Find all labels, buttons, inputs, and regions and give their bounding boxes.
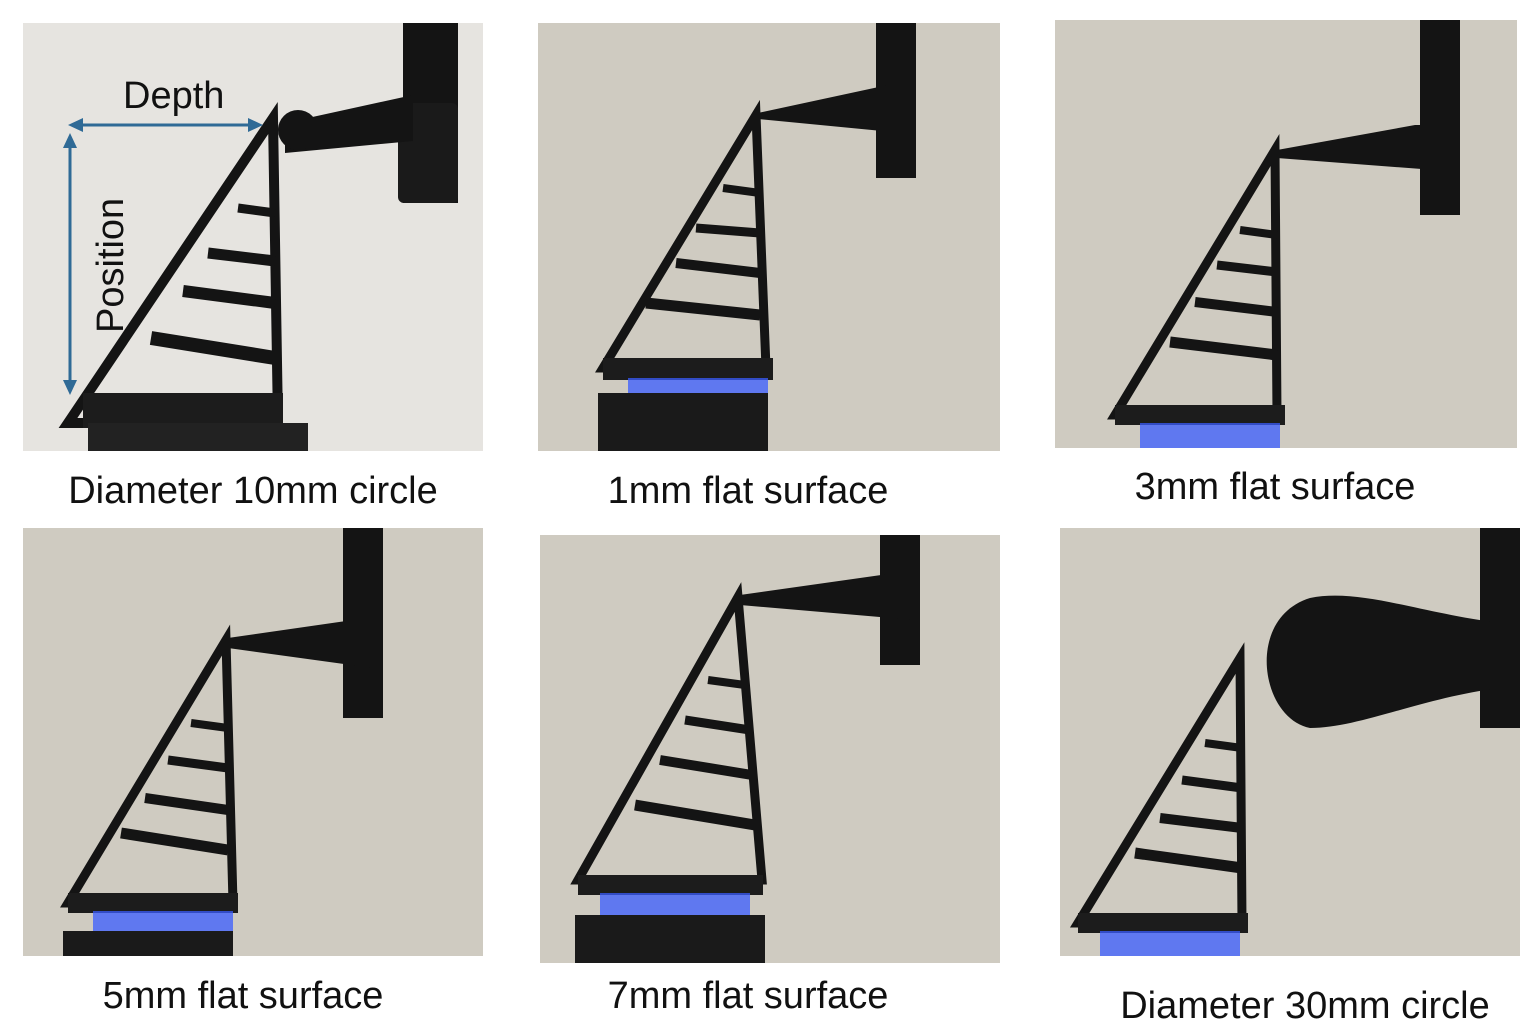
caption-panel-5: 7mm flat surface bbox=[607, 975, 889, 1017]
finger-illustration-5 bbox=[570, 535, 920, 963]
photo-panel-6 bbox=[1060, 528, 1520, 956]
position-label: Position bbox=[90, 198, 132, 333]
depth-label: Depth bbox=[123, 75, 224, 117]
photo-panel-1: Depth Position bbox=[23, 23, 483, 451]
photo-panel-4 bbox=[23, 528, 483, 956]
photo-panel-2 bbox=[538, 23, 1000, 451]
photo-panel-5 bbox=[540, 535, 1000, 963]
caption-panel-1: Diameter 10mm circle bbox=[68, 470, 438, 512]
caption-panel-6: Diameter 30mm circle bbox=[1120, 985, 1490, 1027]
finger-illustration-2 bbox=[595, 23, 916, 451]
finger-illustration-6 bbox=[1069, 528, 1520, 956]
finger-illustration-1: Depth Position bbox=[58, 23, 458, 451]
finger-illustration-3 bbox=[1107, 20, 1460, 448]
finger-illustration-4 bbox=[60, 528, 383, 956]
caption-panel-3: 3mm flat surface bbox=[1134, 466, 1416, 508]
caption-panel-2: 1mm flat surface bbox=[607, 470, 889, 512]
photo-panel-3 bbox=[1055, 20, 1517, 448]
caption-panel-4: 5mm flat surface bbox=[102, 975, 384, 1017]
